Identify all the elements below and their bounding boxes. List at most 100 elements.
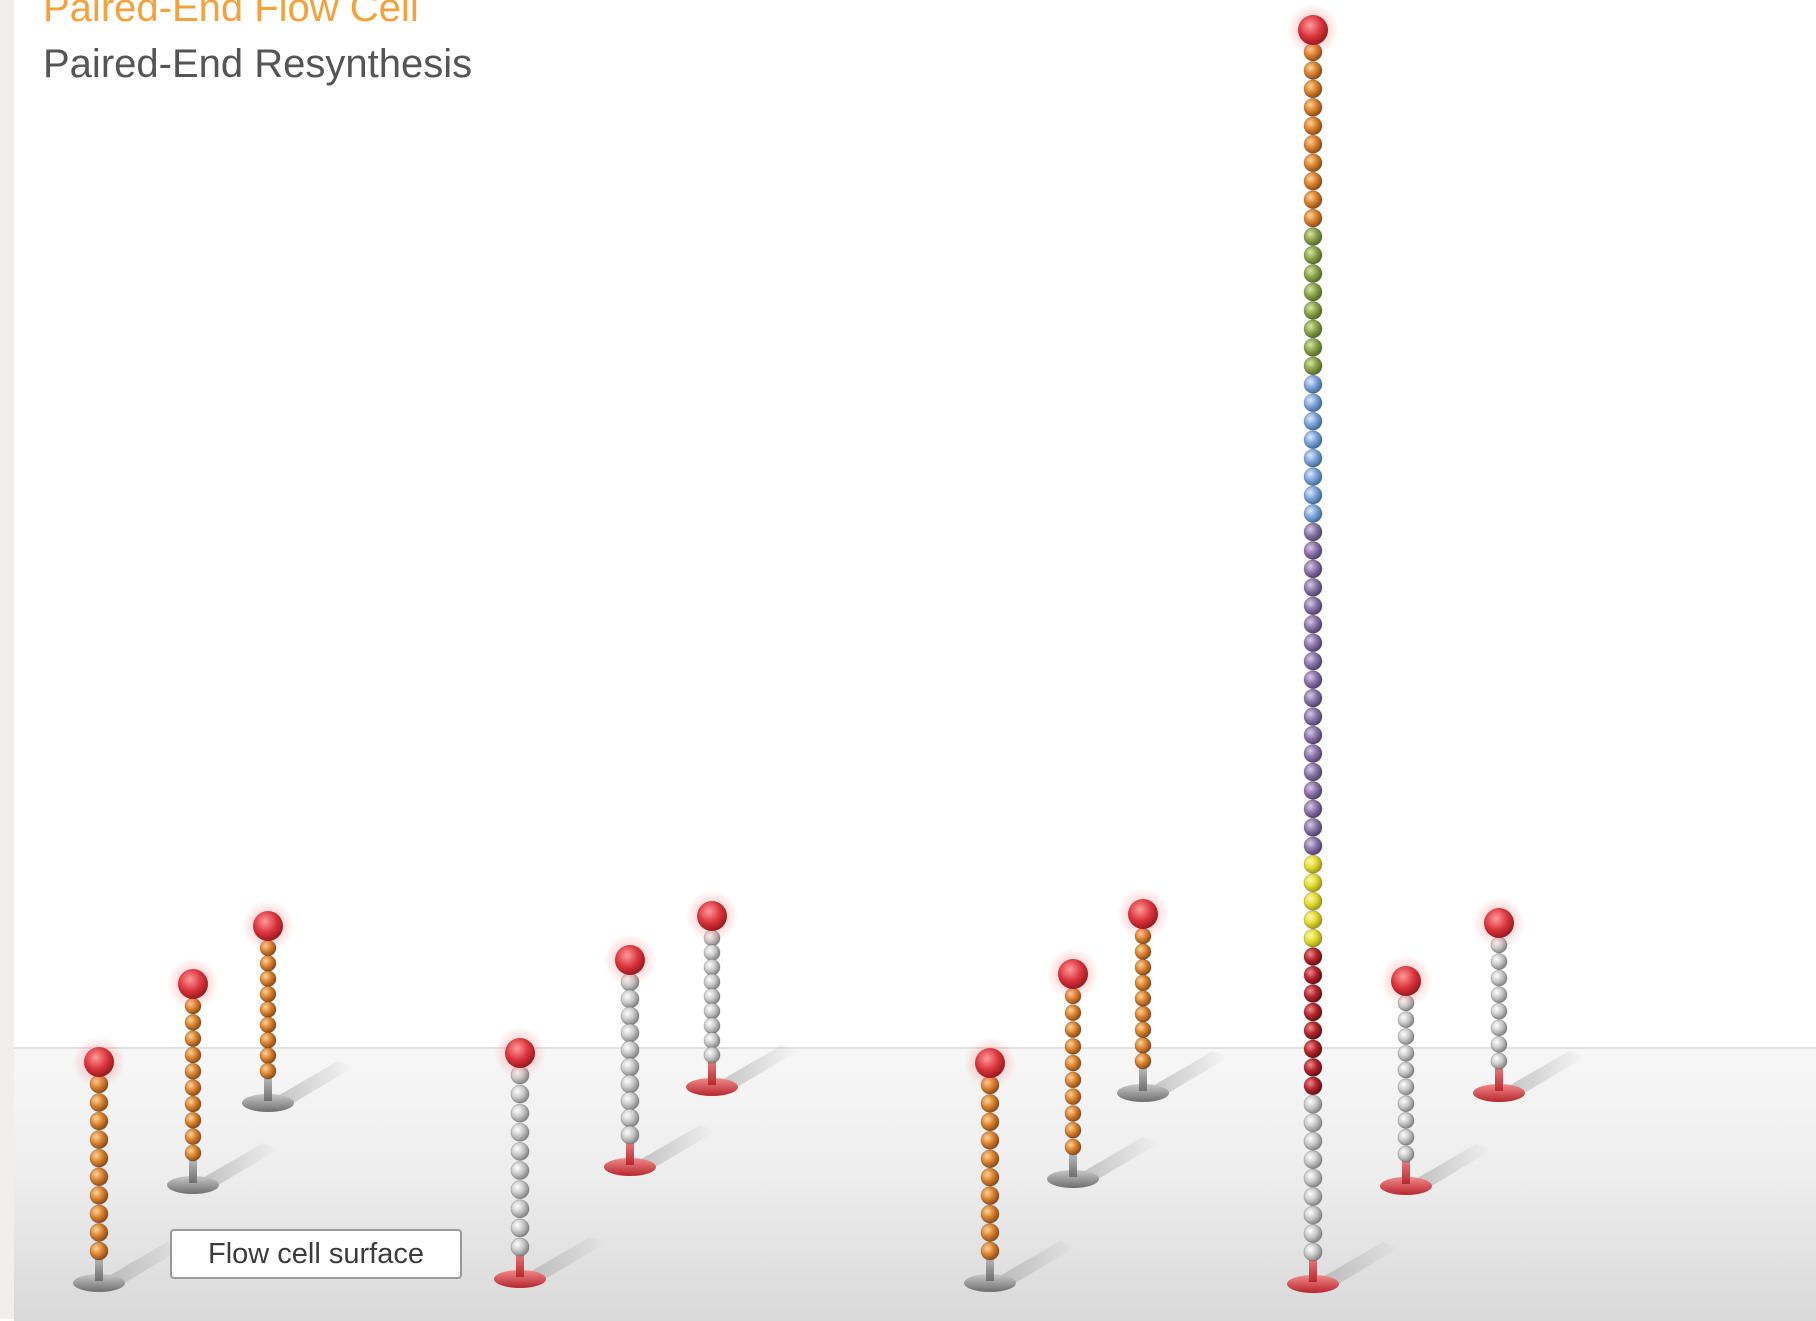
anchor-base [242,1094,294,1112]
nucleotide-bead [510,1084,530,1104]
strand-cap [1298,15,1328,45]
nucleotide-bead [620,1023,640,1043]
anchor-base [1117,1084,1169,1102]
nucleotide-bead [1134,1036,1152,1054]
nucleotide-bead [980,1204,1000,1224]
nucleotide-bead [1490,986,1508,1004]
nucleotide-bead [1303,485,1323,505]
strand-layer [73,4,1525,1293]
nucleotide-bead [510,1141,530,1161]
nucleotide-bead [184,1128,202,1146]
anchor-base [1380,1177,1432,1195]
nucleotide-bead [259,1031,277,1049]
nucleotide-bead [1303,60,1323,80]
nucleotide-bead [1490,969,1508,987]
nucleotide-bead [184,1046,202,1064]
nucleotide-bead [980,1112,1000,1132]
nucleotide-bead [510,1237,530,1257]
strand-cap [1391,966,1421,996]
strand-shadow [720,1045,798,1089]
anchor-stem [1402,1156,1410,1184]
nucleotide-bead [1303,79,1323,99]
nucleotide-bead [1303,245,1323,265]
nucleotide-bead [1303,208,1323,228]
nucleotide-bead [620,1074,640,1094]
nucleotide-bead [1303,799,1323,819]
strand-3 [242,900,294,1112]
nucleotide-bead [259,1016,277,1034]
strand-shadow [1507,1051,1585,1095]
anchor-stem [1309,1254,1317,1282]
nucleotide-bead [259,1001,277,1018]
nucleotide-bead [184,1030,202,1048]
nucleotide-bead [1303,393,1323,413]
nucleotide-bead [1064,1021,1082,1039]
nucleotide-bead [1490,953,1508,971]
nucleotide-bead [1303,780,1323,800]
nucleotide-bead [184,1111,202,1129]
nucleotide-bead [1134,990,1152,1007]
nucleotide-bead [1303,227,1323,247]
nucleotide-bead [184,1013,202,1031]
anchor-base [1473,1084,1525,1102]
strand-9 [1117,888,1169,1102]
nucleotide-bead [510,1180,530,1200]
nucleotide-bead [1303,651,1323,671]
nucleotide-bead [1303,947,1323,967]
nucleotide-bead [510,1161,530,1181]
nucleotide-bead [1303,725,1323,745]
nucleotide-bead [1303,1020,1323,1040]
strand-4 [494,1027,546,1288]
nucleotide-bead [1303,153,1323,173]
nucleotide-bead [620,1125,640,1145]
nucleotide-bead [1303,1205,1323,1225]
nucleotide-bead [620,1040,640,1060]
strand-shadow [107,1241,185,1285]
nucleotide-bead [1303,134,1323,154]
nucleotide-bead [259,1047,277,1065]
strand-6 [686,890,738,1096]
nucleotide-bead [1303,854,1323,874]
nucleotide-bead [1303,928,1323,948]
nucleotide-bead [1303,522,1323,542]
nucleotide-bead [89,1241,109,1261]
nucleotide-bead [1490,1019,1508,1037]
nucleotide-bead [259,1062,277,1080]
resynthesis-title: Paired-End Resynthesis [43,42,473,86]
strand-shadow [1081,1137,1159,1181]
anchor-stem [626,1137,634,1165]
nucleotide-bead [89,1185,109,1205]
strand-1 [73,1036,125,1292]
strand-shadows [107,1045,1585,1286]
nucleotide-bead [1397,1111,1415,1129]
strand-cap [1058,959,1088,989]
nucleotide-bead [1303,1168,1323,1188]
nucleotide-bead [980,1167,1000,1187]
nucleotide-bead [1064,1138,1082,1156]
nucleotide-bead [89,1148,109,1168]
nucleotide-bead [1303,873,1323,893]
strand-cap [615,945,645,975]
nucleotide-bead [1134,1052,1152,1070]
nucleotide-bead [1134,1021,1152,1039]
nucleotide-bead [1303,633,1323,653]
nucleotide-bead [1303,190,1323,210]
nucleotide-bead [1134,974,1152,992]
strand-cap [1128,899,1158,929]
strand-11 [1473,897,1525,1102]
anchor-base [686,1078,738,1096]
nucleotide-bead [1303,540,1323,560]
nucleotide-bead [1303,817,1323,837]
nucleotide-bead [1303,356,1323,376]
flow-cell-title: Paired-End Flow Cell [43,0,419,30]
nucleotide-bead [703,1002,721,1020]
anchor-base [73,1274,125,1292]
nucleotide-bead [620,1057,640,1077]
nucleotide-bead [510,1199,530,1219]
nucleotide-bead [980,1093,1000,1113]
nucleotide-bead [184,1095,202,1113]
strand-12 [1287,4,1339,1293]
nucleotide-bead [1303,504,1323,524]
nucleotide-bead [1303,836,1323,856]
